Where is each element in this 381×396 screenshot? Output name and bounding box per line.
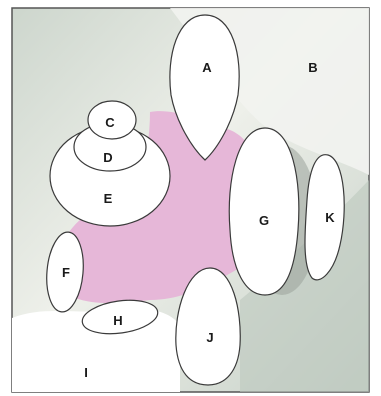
label-b: B: [308, 60, 317, 75]
label-h: H: [113, 313, 122, 328]
label-f: F: [62, 265, 70, 280]
label-k: K: [325, 210, 335, 225]
label-i: I: [84, 365, 88, 380]
shape-g: [229, 128, 299, 295]
label-a: A: [202, 60, 212, 75]
label-c: C: [105, 115, 115, 130]
label-g: G: [259, 213, 269, 228]
label-d: D: [103, 150, 112, 165]
label-e: E: [104, 191, 113, 206]
label-j: J: [206, 330, 213, 345]
